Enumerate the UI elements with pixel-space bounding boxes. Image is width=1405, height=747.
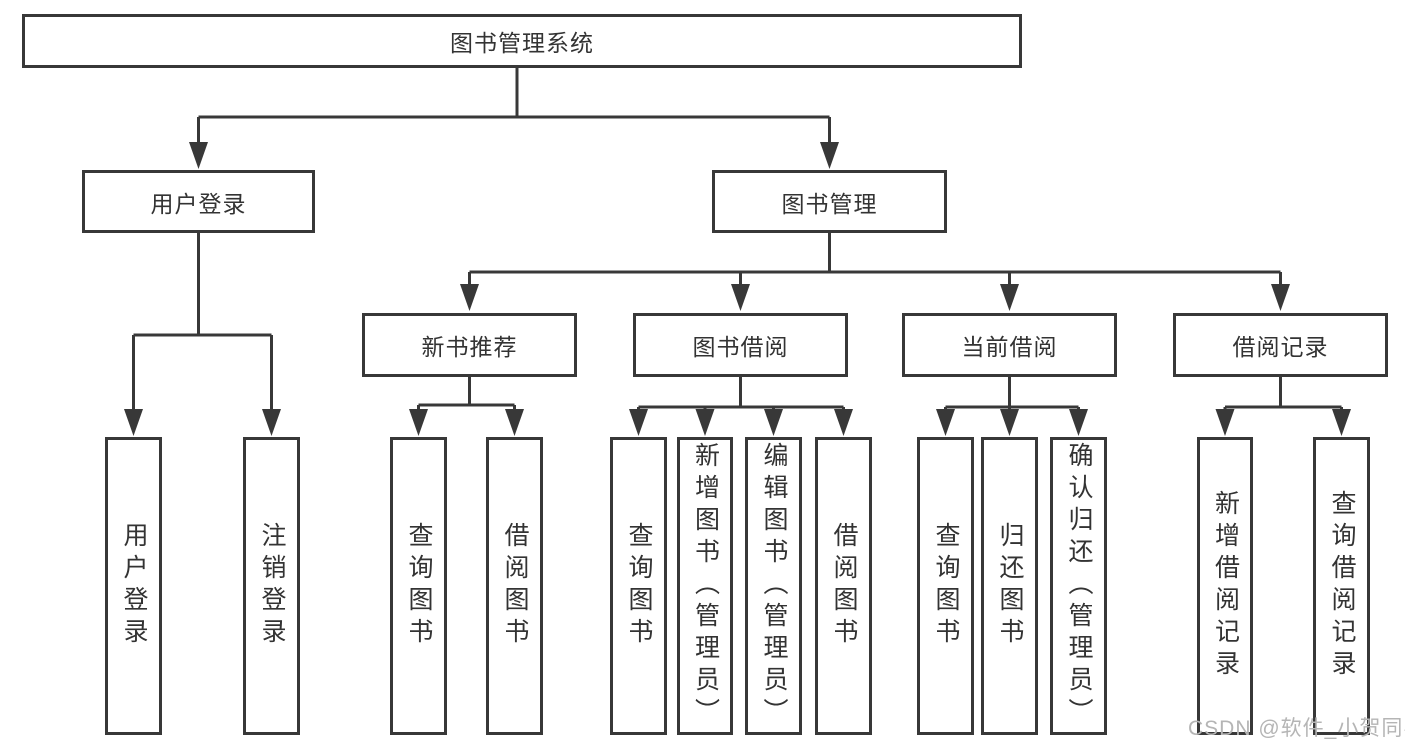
node-label: 确认归还（管理员） [1065,442,1093,730]
node-current-borrowing: 当前借阅 [902,313,1117,377]
connector-current-borrow-children [944,377,1080,412]
node-label: 用户登录 [150,190,247,217]
connector-new-book-children [417,377,516,412]
node-label: 图书借阅 [692,334,789,360]
arrow-down-icon [124,409,143,436]
leaf-return-books: 归还图书 [981,437,1038,735]
node-label: 查询借阅记录 [1328,490,1356,682]
leaf-query-books-1: 查询图书 [390,437,447,735]
node-new-book-recommendation: 新书推荐 [362,313,577,377]
node-label: 新增图书（管理员） [691,442,720,730]
node-library-management-system: 图书管理系统 [22,14,1022,68]
arrow-down-icon [1069,409,1088,436]
leaf-query-books-3: 查询图书 [917,437,974,735]
arrow-down-icon [409,409,428,436]
node-label: 新书推荐 [421,334,518,360]
node-label: 借阅图书 [830,522,858,650]
arrow-down-icon [505,409,524,436]
node-label: 借阅图书 [501,522,529,650]
csdn-watermark: CSDN @软件_小贺同学 [1188,717,1405,740]
leaf-borrow-books-1: 借阅图书 [486,437,543,735]
arrow-down-icon [936,409,955,436]
connector-root-to-level2 [197,68,831,145]
leaf-query-borrow-record: 查询借阅记录 [1313,437,1370,735]
leaf-user-login: 用户登录 [105,437,162,735]
leaf-add-borrow-record: 新增借阅记录 [1197,437,1253,735]
connector-book-management-children [468,233,1282,287]
leaf-query-books-2: 查询图书 [610,437,667,735]
node-book-management: 图书管理 [712,170,947,233]
connector-book-borrow-children [637,377,845,412]
node-borrowing-records: 借阅记录 [1173,313,1388,377]
connector-user-login-children [132,233,273,412]
arrow-down-icon [460,284,479,311]
arrow-down-icon [629,409,648,436]
arrow-down-icon [820,142,839,169]
node-label: 查询图书 [625,522,653,650]
connector-borrow-records-children [1223,377,1343,412]
leaf-logout: 注销登录 [243,437,300,735]
arrow-down-icon [1000,284,1019,311]
node-user-login: 用户登录 [82,170,315,233]
node-label: 借阅记录 [1232,334,1329,360]
node-label: 注销登录 [258,522,286,650]
node-label: 查询图书 [932,522,960,650]
node-label: 图书管理 [781,190,878,217]
arrow-down-icon [1332,409,1351,436]
leaf-add-books-admin: 新增图书（管理员） [677,437,733,735]
leaf-borrow-books-2: 借阅图书 [815,437,872,735]
arrow-down-icon [834,409,853,436]
node-label: 当前借阅 [961,334,1058,360]
node-label: 归还图书 [996,522,1024,650]
node-label: 图书管理系统 [450,30,594,56]
node-label: 新增借阅记录 [1211,490,1240,682]
leaf-confirm-return-admin: 确认归还（管理员） [1050,437,1107,735]
node-label: 用户登录 [120,522,148,650]
arrow-down-icon [695,409,715,436]
node-label: 查询图书 [405,522,433,650]
arrow-down-icon [764,409,783,436]
leaf-edit-books-admin: 编辑图书（管理员） [745,437,802,735]
node-book-borrowing: 图书借阅 [633,313,848,377]
arrow-down-icon [1271,284,1290,311]
arrow-down-icon [262,409,281,436]
arrow-down-icon [1000,409,1019,436]
arrow-down-icon [731,284,750,311]
node-label: 编辑图书（管理员） [760,442,788,730]
arrow-down-icon [1215,409,1235,436]
arrow-down-icon [189,142,208,169]
